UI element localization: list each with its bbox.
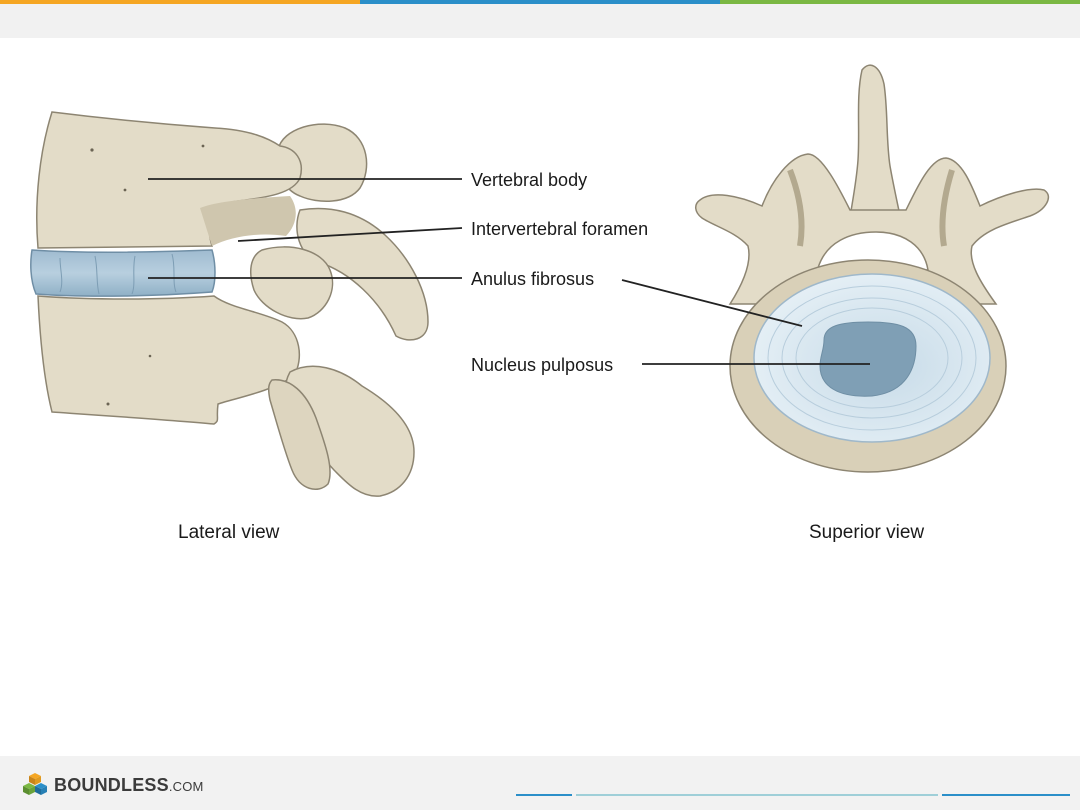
bone-pit (90, 148, 94, 152)
articular-facets (787, 168, 955, 247)
lateral-view-illustration (30, 111, 429, 497)
stacked-cubes-icon (23, 773, 47, 795)
caption-lateral-view: Lateral view (178, 522, 280, 543)
brand-suffix: .COM (168, 778, 204, 794)
boundless-logo[interactable]: BOUNDLESS.COM (22, 770, 204, 800)
lower-articular-facet (267, 379, 331, 490)
lateral-intervertebral-disc (30, 249, 216, 297)
caption-superior-view: Superior view (809, 522, 924, 543)
upper-articular-process (276, 123, 368, 202)
anulus-ring (781, 297, 963, 419)
label-anulus-fibrosus: Anulus fibrosus (471, 269, 594, 289)
disc-fibers (59, 253, 177, 295)
label-intervertebral-foramen: Intervertebral foramen (471, 219, 648, 239)
stripe-blue (360, 0, 720, 4)
anulus-ring (795, 307, 949, 409)
upper-vertebral-body (36, 111, 302, 249)
footer-line-blue-right (942, 794, 1070, 796)
vertebra-diagram: Vertebral body Intervertebral foramen An… (0, 38, 1080, 756)
bone-pit (148, 354, 152, 358)
lower-articular-process (249, 246, 334, 320)
brand-name: BOUNDLESS.COM (54, 774, 204, 795)
lower-vertebral-body (37, 295, 301, 425)
footer-bar: BOUNDLESS.COM (0, 756, 1080, 810)
superior-posterior-arch (695, 153, 1050, 305)
bone-pit (106, 402, 110, 406)
footer-line-teal (576, 794, 938, 796)
bone-pit (201, 144, 205, 148)
label-vertebral-body: Vertebral body (471, 170, 587, 190)
leader-intervertebral-foramen (237, 227, 463, 242)
stripe-orange (0, 0, 360, 4)
superior-view-illustration (695, 64, 1050, 473)
leader-lines (148, 178, 870, 365)
pedicle-shadow (200, 196, 296, 246)
stripe-green (720, 0, 1080, 4)
top-color-stripe (0, 0, 1080, 4)
leader-anulus-fibrosus-superior (621, 279, 803, 327)
footer-line-blue-left (516, 794, 572, 796)
header-band (0, 4, 1080, 38)
anulus-ring (767, 285, 977, 431)
vertebral-foramen (816, 231, 929, 271)
label-nucleus-pulposus: Nucleus pulposus (471, 355, 613, 375)
bone-pit (123, 188, 127, 192)
nucleus-pulposus (819, 321, 917, 397)
